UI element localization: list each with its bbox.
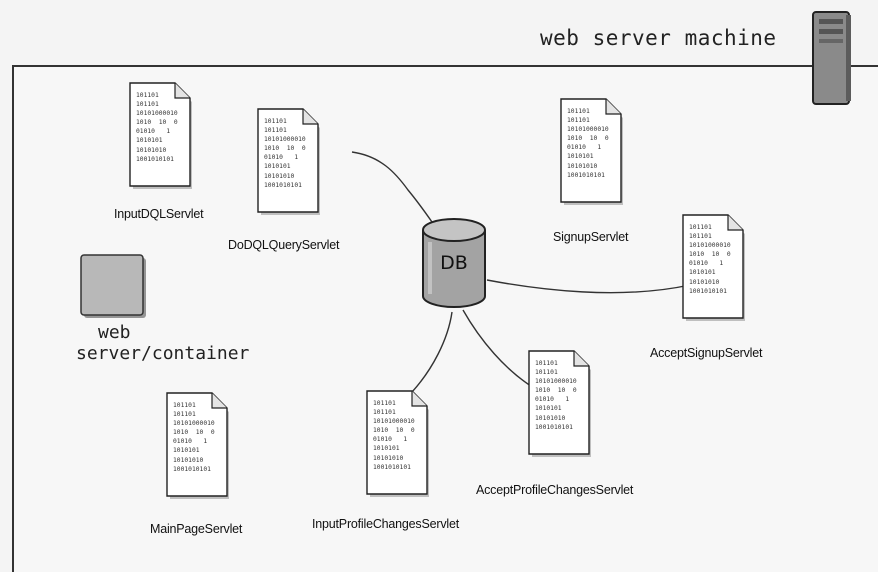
file-page-shape bbox=[166, 392, 229, 499]
binary-line: 101101 bbox=[567, 108, 590, 115]
binary-line: 1001010101 bbox=[567, 171, 605, 179]
binary-line: 10101010 bbox=[373, 454, 404, 462]
servlet-label-accept-signup: AcceptSignupServlet bbox=[650, 346, 763, 360]
binary-line: 01010 1 bbox=[373, 436, 408, 444]
servlet-label-signup: SignupServlet bbox=[553, 230, 629, 244]
database-label: DB bbox=[440, 252, 468, 274]
binary-line: 1001010101 bbox=[373, 463, 411, 471]
binary-line: 101101 bbox=[136, 92, 159, 99]
file-page-shape bbox=[257, 108, 320, 215]
binary-line: 1010 10 0 bbox=[567, 135, 609, 143]
binary-line: 01010 1 bbox=[535, 396, 570, 404]
binary-line: 10101010 bbox=[689, 278, 720, 286]
servlet-label-accept-profile-changes: AcceptProfileChangesServlet bbox=[476, 483, 634, 497]
file-page-shape bbox=[528, 350, 591, 457]
binary-line: 101101 bbox=[264, 118, 287, 125]
binary-line: 101101 bbox=[264, 127, 287, 135]
binary-line: 1001010101 bbox=[136, 155, 174, 163]
server-tower-icon bbox=[810, 9, 854, 107]
file-page-shape bbox=[366, 390, 429, 497]
binary-line: 10101000010 bbox=[173, 420, 215, 428]
binary-line: 1010 10 0 bbox=[373, 427, 415, 435]
file-page-shape bbox=[682, 214, 745, 321]
binary-line: 1010 10 0 bbox=[264, 145, 306, 153]
binary-line: 101101 bbox=[535, 360, 558, 367]
binary-line: 01010 1 bbox=[689, 260, 724, 268]
binary-line: 10101010 bbox=[264, 172, 295, 180]
binary-line: 1010 10 0 bbox=[689, 251, 731, 259]
binary-line: 1010101 bbox=[689, 269, 716, 277]
wire-signup-db bbox=[486, 279, 691, 294]
binary-line: 1001010101 bbox=[689, 287, 727, 295]
binary-line: 1001010101 bbox=[173, 465, 211, 473]
web-container-label: web server/container bbox=[76, 322, 250, 364]
binary-line: 01010 1 bbox=[264, 154, 299, 162]
servlet-label-input-dql: InputDQLServlet bbox=[114, 207, 204, 221]
binary-line: 101101 bbox=[173, 402, 196, 409]
binary-line: 10101000010 bbox=[136, 110, 178, 118]
binary-line: 1010101 bbox=[136, 137, 163, 145]
wire-doquery-db bbox=[351, 151, 433, 223]
binary-line: 1010101 bbox=[567, 153, 594, 161]
servlet-label-input-profile-changes: InputProfileChangesServlet bbox=[312, 517, 459, 531]
binary-line: 10101000010 bbox=[535, 378, 577, 386]
binary-line: 1010 10 0 bbox=[136, 119, 178, 127]
binary-line: 1010101 bbox=[535, 405, 562, 413]
binary-line: 101101 bbox=[173, 411, 196, 419]
binary-line: 101101 bbox=[535, 369, 558, 377]
binary-line: 10101010 bbox=[136, 146, 167, 154]
binary-line: 10101000010 bbox=[373, 418, 415, 426]
binary-line: 1010 10 0 bbox=[173, 429, 215, 437]
binary-line: 101101 bbox=[689, 224, 712, 231]
binary-line: 10101000010 bbox=[264, 136, 306, 144]
binary-line: 1010101 bbox=[173, 447, 200, 455]
binary-line: 10101000010 bbox=[567, 126, 609, 134]
binary-line: 01010 1 bbox=[567, 144, 602, 152]
binary-line: 101101 bbox=[373, 409, 396, 417]
machine-title: web server machine bbox=[540, 26, 777, 50]
binary-line: 10101010 bbox=[535, 414, 566, 422]
binary-line: 1010101 bbox=[264, 163, 291, 171]
binary-line: 01010 1 bbox=[173, 438, 208, 446]
binary-line: 101101 bbox=[689, 233, 712, 241]
container-label-line2: server/container bbox=[76, 343, 250, 364]
file-page-shape bbox=[560, 98, 623, 205]
web-container-icon bbox=[78, 252, 152, 322]
binary-line: 10101000010 bbox=[689, 242, 731, 250]
wire-acceptprofile-db bbox=[462, 309, 535, 389]
database-icon bbox=[418, 216, 490, 312]
binary-line: 101101 bbox=[136, 101, 159, 109]
binary-line: 101101 bbox=[567, 117, 590, 125]
binary-line: 1010101 bbox=[373, 445, 400, 453]
binary-line: 01010 1 bbox=[136, 128, 171, 136]
binary-line: 1001010101 bbox=[264, 181, 302, 189]
binary-line: 1001010101 bbox=[535, 423, 573, 431]
binary-line: 10101010 bbox=[173, 456, 204, 464]
container-label-line1: web bbox=[98, 322, 131, 343]
binary-line: 1010 10 0 bbox=[535, 387, 577, 395]
file-page-shape bbox=[129, 82, 192, 189]
wire-inputprofile-db bbox=[411, 311, 453, 393]
binary-line: 10101010 bbox=[567, 162, 598, 170]
servlet-label-do-dql-query: DoDQLQueryServlet bbox=[228, 238, 340, 252]
servlet-label-main-page: MainPageServlet bbox=[150, 522, 243, 536]
binary-line: 101101 bbox=[373, 400, 396, 407]
